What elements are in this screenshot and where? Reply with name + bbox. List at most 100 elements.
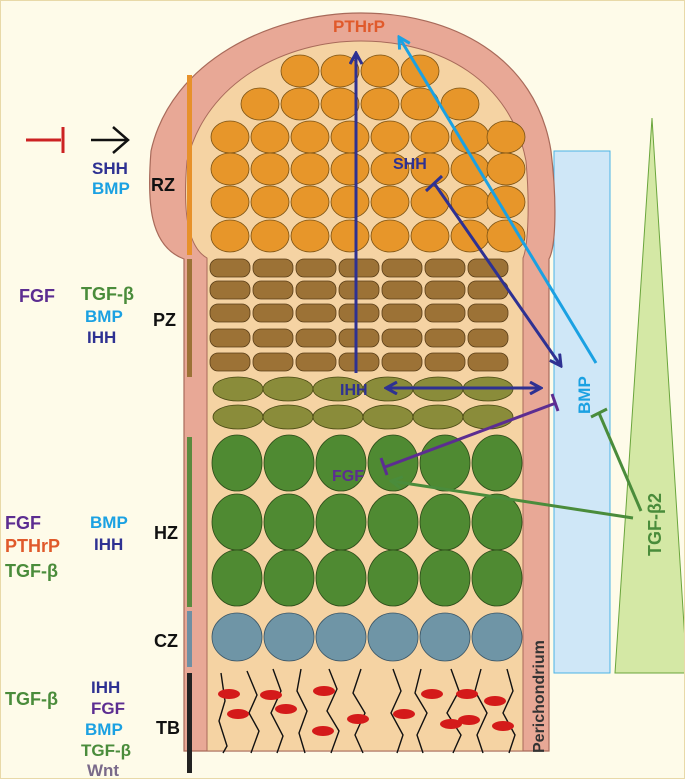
resting-cell bbox=[290, 120, 330, 154]
proliferative-cell bbox=[467, 303, 509, 323]
proliferative-cell bbox=[424, 352, 466, 372]
blood-cell bbox=[275, 704, 297, 714]
prehypertrophic-cell bbox=[312, 404, 364, 430]
pthrp-top-label: PTHrP bbox=[333, 17, 385, 36]
resting-cell bbox=[370, 185, 410, 219]
tb-factor-tgfb-2: TGF-β bbox=[81, 741, 131, 760]
proliferative-cell bbox=[381, 328, 423, 348]
zone-label-hz: HZ bbox=[154, 523, 178, 543]
blood-cell bbox=[313, 686, 335, 696]
calcified-cell bbox=[263, 612, 315, 662]
blood-cell bbox=[440, 719, 462, 729]
bone-trabecula bbox=[414, 668, 428, 754]
resting-cell bbox=[410, 120, 450, 154]
resting-cell bbox=[280, 54, 320, 88]
proliferative-cell bbox=[295, 280, 337, 300]
resting-cell bbox=[360, 54, 400, 88]
tgfb2-inhibit-bar bbox=[590, 407, 608, 419]
proliferative-cell bbox=[424, 258, 466, 278]
blood-cell bbox=[393, 709, 415, 719]
resting-cell bbox=[410, 185, 450, 219]
tgfb2-to-fgf-arrow bbox=[391, 481, 634, 520]
resting-cell bbox=[450, 120, 490, 154]
cz-zone-bar bbox=[187, 611, 192, 667]
proliferative-cell bbox=[252, 303, 294, 323]
tb-factor-fgf: FGF bbox=[91, 699, 125, 718]
proliferative-cell bbox=[424, 280, 466, 300]
proliferative-cell bbox=[295, 352, 337, 372]
resting-cell bbox=[370, 152, 410, 186]
resting-cell bbox=[280, 87, 320, 121]
pz-factor-bmp: BMP bbox=[85, 307, 123, 326]
tgf-beta2-gradient-triangle bbox=[614, 117, 684, 674]
inner-fgf-label: FGF bbox=[332, 468, 364, 485]
proliferative-cell bbox=[338, 280, 380, 300]
proliferative-cell bbox=[467, 280, 509, 300]
prehypertrophic-cell bbox=[262, 376, 314, 402]
pz-factor-fgf: FGF bbox=[19, 286, 55, 306]
blood-cell bbox=[456, 689, 478, 699]
shh-inhibit-bar bbox=[424, 174, 444, 193]
proliferative-cell bbox=[338, 352, 380, 372]
tgf-beta2-vertical-label: TGF-β2 bbox=[645, 493, 665, 556]
resting-cell bbox=[250, 185, 290, 219]
trabecular-bone bbox=[218, 668, 516, 754]
hypertrophic-cell bbox=[471, 434, 523, 492]
proliferative-cell bbox=[381, 280, 423, 300]
resting-cell bbox=[290, 152, 330, 186]
resting-cell bbox=[250, 152, 290, 186]
proliferative-cell bbox=[338, 303, 380, 323]
proliferative-cell bbox=[295, 258, 337, 278]
tb-factor-tgfb: TGF-β bbox=[5, 689, 58, 709]
bone-trabecula bbox=[296, 668, 308, 754]
proliferative-cell bbox=[338, 258, 380, 278]
resting-cell bbox=[320, 87, 360, 121]
hypertrophic-cell bbox=[367, 493, 419, 551]
hz-factor-tgfb: TGF-β bbox=[5, 561, 58, 581]
resting-cell bbox=[330, 120, 370, 154]
resting-cell bbox=[360, 87, 400, 121]
pz-zone-bar bbox=[187, 259, 192, 377]
bmp-inhibit-bar bbox=[550, 393, 560, 412]
tb-zone-bar bbox=[187, 673, 192, 773]
zone-label-rz: RZ bbox=[151, 175, 175, 195]
hypertrophic-cell bbox=[263, 434, 315, 492]
bone-trabecula bbox=[502, 668, 516, 754]
rz-factor-shh: SHH bbox=[92, 159, 128, 178]
resting-cell bbox=[290, 185, 330, 219]
shh-bmp-link bbox=[432, 182, 561, 366]
pz-factor-ihh: IHH bbox=[87, 328, 116, 347]
bone-trabecula bbox=[326, 668, 340, 754]
resting-cell bbox=[330, 219, 370, 253]
proliferative-cell bbox=[381, 352, 423, 372]
fgf-inhibit-bar bbox=[379, 457, 389, 476]
hypertrophic-cell bbox=[211, 493, 263, 551]
tb-factor-wnt: Wnt bbox=[87, 761, 119, 779]
hz-factor-pthrp: PTHrP bbox=[5, 536, 60, 556]
proliferative-cell bbox=[424, 328, 466, 348]
hypertrophic-cell bbox=[211, 434, 263, 492]
rz-zone-bar bbox=[187, 75, 192, 255]
proliferative-cell bbox=[467, 352, 509, 372]
proliferative-cell bbox=[209, 352, 251, 372]
proliferative-cell bbox=[209, 328, 251, 348]
prehypertrophic-cell bbox=[362, 404, 414, 430]
blood-cell bbox=[458, 715, 480, 725]
resting-cell bbox=[250, 219, 290, 253]
hypertrophic-cell bbox=[419, 493, 471, 551]
resting-cell bbox=[486, 120, 526, 154]
inhibition-legend-icon bbox=[26, 127, 65, 153]
tb-factor-ihh: IHH bbox=[91, 678, 120, 697]
resting-cell bbox=[486, 152, 526, 186]
bmp-vertical-label: BMP bbox=[575, 376, 594, 414]
proliferative-cell bbox=[252, 352, 294, 372]
hz-zone-bar bbox=[187, 437, 192, 607]
resting-cell bbox=[210, 219, 250, 253]
resting-cell bbox=[320, 54, 360, 88]
bone-trabecula bbox=[446, 668, 462, 754]
calcified-cell bbox=[367, 612, 419, 662]
calcified-cell bbox=[419, 612, 471, 662]
activation-legend-icon bbox=[91, 126, 130, 154]
proliferative-cell bbox=[381, 258, 423, 278]
